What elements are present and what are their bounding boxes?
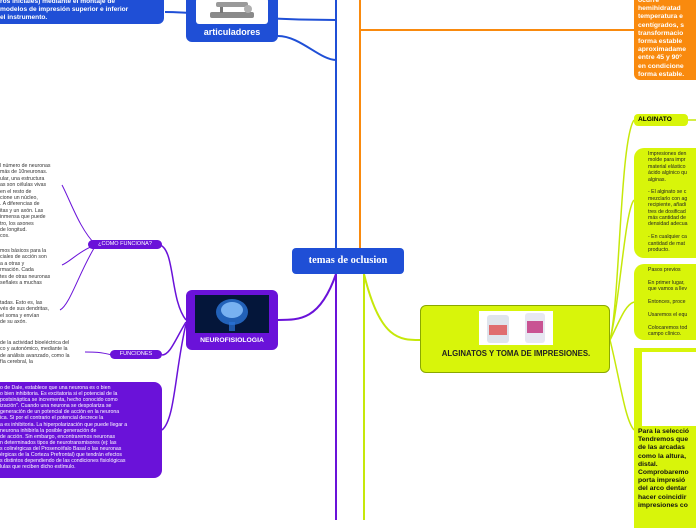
dale-principle-node[interactable]: o de Dale, establece que una neurona es …	[0, 382, 162, 478]
alginatos-label: ALGINATOS Y TOMA DE IMPRESIONES.	[441, 349, 591, 358]
top-left-info-text: ros iniciales) mediante el montaje de mo…	[0, 0, 129, 21]
impresiones-text: Impresiones den molde para impr material…	[648, 151, 688, 254]
top-left-info-node[interactable]: ros iniciales) mediante el montaje de mo…	[0, 0, 164, 24]
alginatos-node[interactable]: ALGINATOS Y TOMA DE IMPRESIONES.	[420, 305, 610, 373]
tray-image	[642, 352, 696, 426]
mecanismos-text: mos básicos para la ciales de acción son…	[0, 248, 51, 287]
central-topic-label: temas de oclusion	[308, 255, 388, 266]
articulator-image	[196, 0, 268, 24]
neurofisiologia-node[interactable]: NEUROFISIOLOGIA	[186, 290, 278, 350]
funciones-pill[interactable]: FUNCIONES	[110, 350, 162, 359]
funciones-text: de la actividad bioeléctrica del co y au…	[0, 340, 70, 366]
pasos-previos-text: Pasos previos En primer lugar, que vamos…	[648, 267, 688, 338]
yeso-info-text: ocurre hemihidratad temperatura e centíg…	[638, 0, 686, 78]
articuladores-node[interactable]: articuladores	[186, 0, 278, 42]
yeso-info-node[interactable]: ocurre hemihidratad temperatura e centíg…	[634, 0, 696, 80]
neurofisiologia-label: NEUROFISIOLOGIA	[200, 337, 264, 344]
alginato-label[interactable]: ALGINATO	[634, 114, 688, 126]
dale-principle-text: o de Dale, establece que una neurona es …	[0, 385, 128, 471]
como-funciona-pill[interactable]: ¿COMO FUNCIONA?	[88, 240, 162, 249]
alginate-product-image	[479, 311, 553, 345]
articuladores-label: articuladores	[203, 27, 261, 37]
neuronas-text: l número de neuronas más de 10neuronas. …	[0, 163, 51, 240]
pasos-previos-node[interactable]: Pasos previos En primer lugar, que vamos…	[634, 264, 696, 340]
central-topic[interactable]: temas de oclusion	[292, 248, 404, 274]
impresiones-node[interactable]: Impresiones den molde para impr material…	[634, 148, 696, 258]
sinapsis-text: tadas. Esto es, las vés de sus dendritas…	[0, 300, 50, 326]
brain-image	[195, 295, 269, 333]
seleccion-node[interactable]: Para la selecció Tendremos que de las ar…	[634, 348, 696, 528]
seleccion-text: Para la selecció Tendremos que de las ar…	[638, 428, 690, 509]
